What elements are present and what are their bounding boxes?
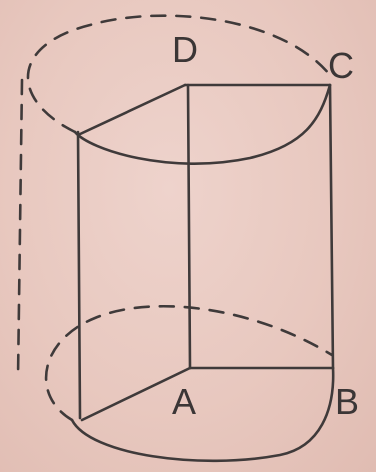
- bottom-rim-back-arc: [44, 304, 334, 422]
- bottom-rim-front-arc: [70, 366, 335, 463]
- label-b: B: [335, 381, 359, 422]
- label-a: A: [172, 381, 196, 422]
- edge-a-to-bottom-left: [80, 366, 192, 422]
- edge-cb: [328, 83, 335, 370]
- edge-d-to-top-left: [76, 83, 187, 137]
- top-rim-back-arc: [26, 14, 332, 134]
- label-d: D: [172, 29, 198, 70]
- edge-da-axis: [186, 83, 192, 370]
- left-front-generatrix: [76, 130, 82, 420]
- label-c: C: [328, 45, 354, 86]
- top-rim-front-arc: [73, 83, 332, 165]
- left-silhouette-dashed: [16, 78, 24, 380]
